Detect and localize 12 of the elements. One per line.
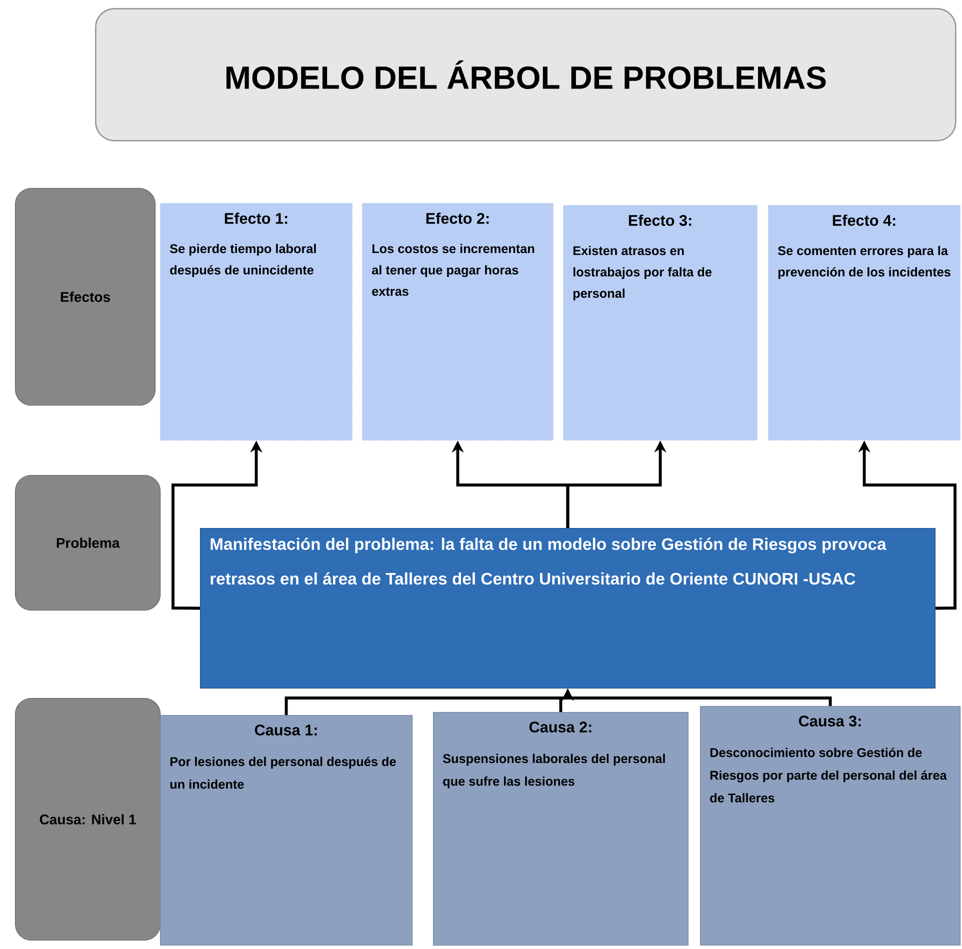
row-label-box: Efectos bbox=[15, 188, 156, 406]
effect-box: Efecto 4: Se comenten errores para la prevención de los incidentes bbox=[768, 205, 961, 440]
title-box: MODELO DEL ÁRBOL DE PROBLEMAS bbox=[95, 8, 956, 142]
cause-box: Causa 2: Suspensiones laborales del personal que sufre las lesiones bbox=[433, 712, 688, 946]
row-label-box: Causa: Nivel 1 bbox=[15, 698, 161, 941]
effect-box: Efecto 1: Se pierde tiempo laboral después de unincidente bbox=[160, 203, 353, 441]
row-label-box: Problema bbox=[15, 475, 161, 610]
cause-box: Causa 1: Por lesiones del personal después de un incidente bbox=[160, 715, 413, 946]
effect-box: Efecto 2: Los costos se incrementan al tener que pagar horas extras bbox=[362, 203, 554, 441]
problem-box: Manifestación del problema: la falta de un modelo sobre Gestión de Riesgos provoca retrasos en el área de Talleres del Centro Universitario de Oriente CUNORI -USAC bbox=[200, 528, 936, 689]
cause-box: Causa 3: Desconocimiento sobre Gestión de Riesgos por parte del personal del área de Talleres bbox=[700, 706, 961, 946]
effect-box: Efecto 3: Existen atrasos en lostrabajos por falta de personal bbox=[563, 205, 758, 440]
